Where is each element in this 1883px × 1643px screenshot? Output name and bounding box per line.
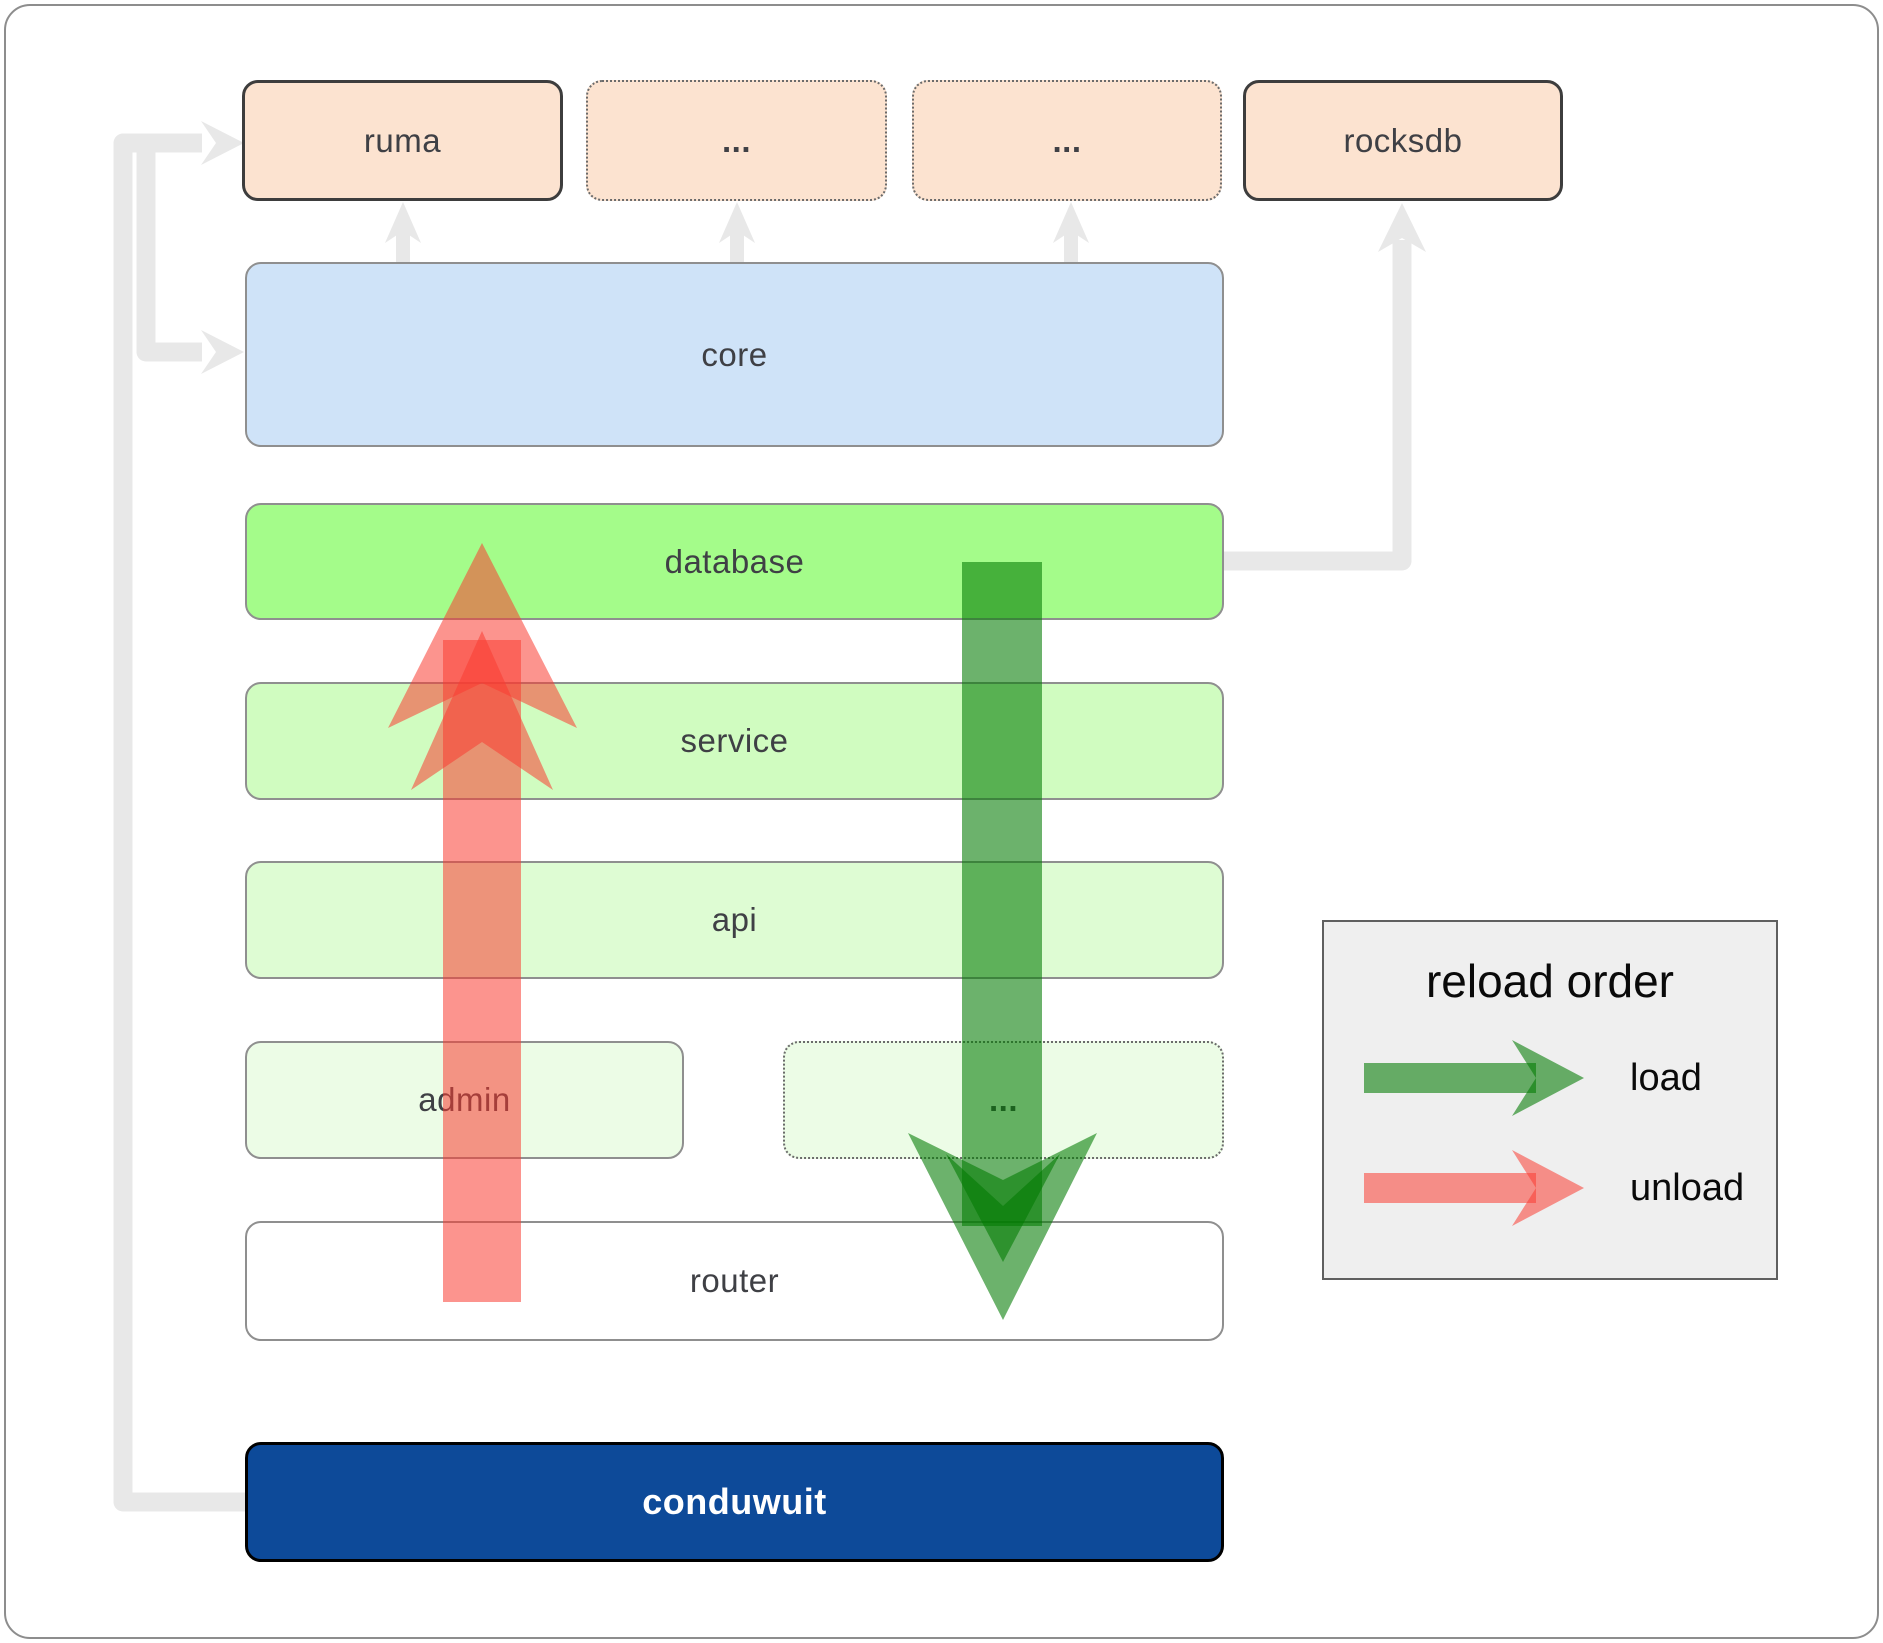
- node-label: router: [689, 1262, 780, 1299]
- node-label: service: [680, 722, 789, 759]
- node-label: ...: [988, 1081, 1018, 1118]
- unload-arrow-icon: [1364, 1150, 1584, 1226]
- legend-item-unload: unload: [1364, 1148, 1776, 1228]
- node-service: service: [245, 682, 1224, 800]
- node-label: ...: [721, 121, 751, 159]
- node-router: router: [245, 1221, 1224, 1341]
- node-label: core: [701, 335, 768, 373]
- node-api: api: [245, 861, 1224, 979]
- node-deps-ellipsis-2: ...: [912, 80, 1222, 201]
- node-ruma: ruma: [242, 80, 563, 201]
- legend-panel: reload order load unload: [1322, 920, 1778, 1280]
- legend-title: reload order: [1425, 955, 1675, 1007]
- node-label: ruma: [363, 121, 442, 159]
- node-label: api: [711, 901, 758, 938]
- load-arrow-icon: [1364, 1040, 1584, 1116]
- node-admin: admin: [245, 1041, 684, 1159]
- node-database: database: [245, 503, 1224, 620]
- node-label: conduwuit: [642, 1481, 827, 1522]
- node-label: database: [664, 542, 805, 580]
- node-admin-ellipsis: ...: [783, 1041, 1224, 1159]
- legend-item-load: load: [1364, 1038, 1776, 1118]
- legend-label: load: [1630, 1056, 1702, 1099]
- node-deps-ellipsis-1: ...: [586, 80, 887, 201]
- node-conduwuit: conduwuit: [245, 1442, 1224, 1562]
- node-label: ...: [1052, 121, 1082, 159]
- outer-frame: [4, 4, 1879, 1639]
- node-label: admin: [418, 1081, 511, 1118]
- node-label: rocksdb: [1343, 121, 1463, 159]
- node-core: core: [245, 262, 1224, 447]
- legend-label: unload: [1630, 1166, 1745, 1209]
- node-rocksdb: rocksdb: [1243, 80, 1563, 201]
